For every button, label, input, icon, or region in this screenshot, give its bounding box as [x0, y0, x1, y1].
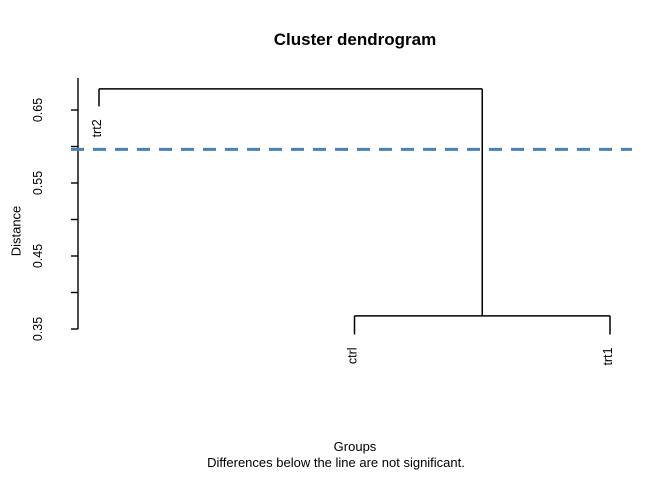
significance-note: Differences below the line are not signi…: [207, 455, 465, 470]
leaf-label-trt1: trt1: [601, 347, 615, 365]
chart-title: Cluster dendrogram: [273, 30, 437, 49]
leaf-label-trt2: trt2: [90, 119, 104, 137]
y-tick-label: 0.65: [31, 98, 45, 122]
x-axis-label: Groups: [333, 439, 377, 454]
leaf-label-ctrl: ctrl: [346, 347, 360, 364]
y-tick-label: 0.45: [31, 244, 45, 268]
y-tick-label: 0.35: [31, 317, 45, 341]
y-tick-label: 0.55: [31, 171, 45, 195]
